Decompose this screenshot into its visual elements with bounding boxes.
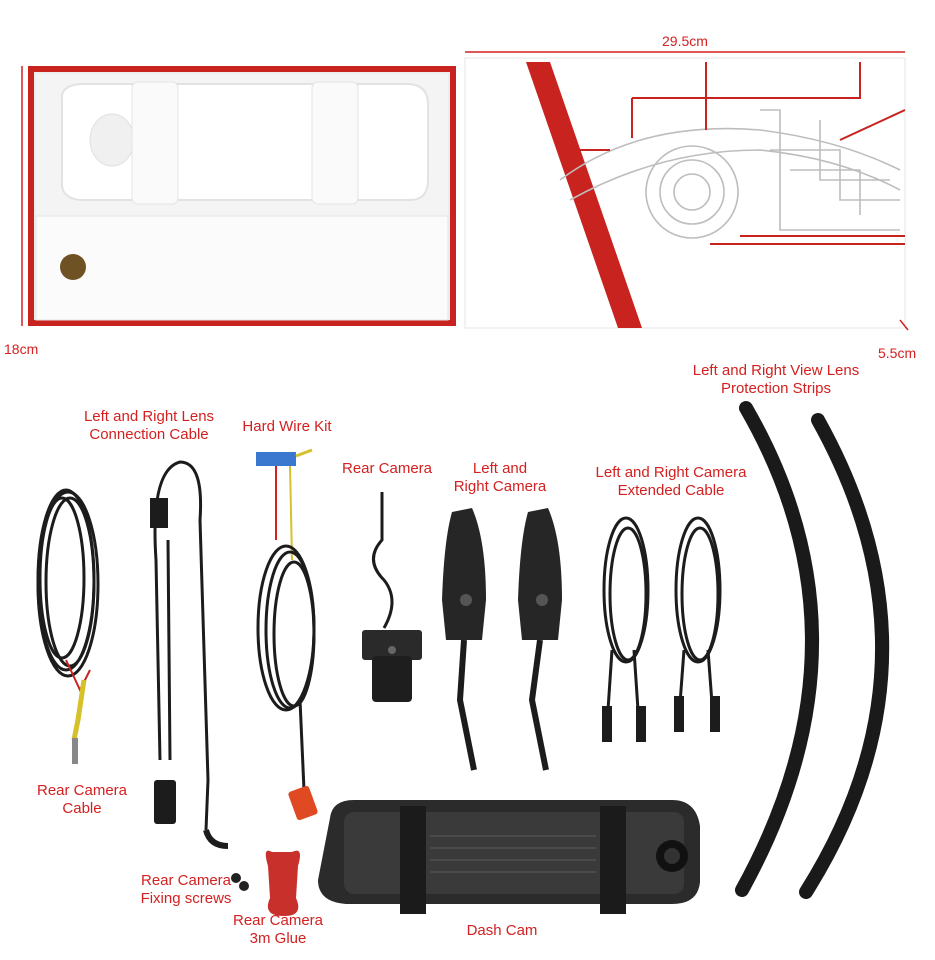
label-protection-strips: Left and Right View Lens Protection Stri…	[692, 362, 860, 397]
lens-connection-cable	[150, 460, 229, 849]
left-right-camera	[442, 508, 562, 771]
rear-camera	[362, 492, 422, 702]
dimension-guides	[21, 51, 909, 331]
label-rear-camera: Rear Camera	[341, 460, 433, 477]
box-lid	[464, 57, 906, 329]
label-rear-camera-cable: Rear Camera Cable	[36, 782, 128, 817]
label-camera-extended-cable: Left and Right Camera Extended Cable	[595, 464, 747, 499]
protection-strips	[735, 401, 890, 899]
glue-pad	[265, 850, 300, 916]
box-tray	[28, 66, 456, 326]
width-dimension-label: 29.5cm	[662, 33, 708, 49]
camera-extended-cables	[602, 516, 722, 742]
label-left-right-camera: Left and Right Camera	[453, 460, 547, 495]
fixing-screws	[231, 873, 249, 891]
label-dash-cam: Dash Cam	[466, 922, 538, 939]
rear-camera-cable-coil	[36, 488, 100, 764]
depth-dimension-label: 5.5cm	[878, 345, 917, 361]
label-hard-wire-kit: Hard Wire Kit	[242, 418, 332, 435]
label-lens-connection-cable: Left and Right Lens Connection Cable	[83, 408, 215, 443]
dash-cam	[318, 800, 700, 914]
label-fixing-screws: Rear Camera Fixing screws	[140, 872, 232, 907]
label-glue: Rear Camera 3m Glue	[232, 912, 324, 947]
hard-wire-kit	[256, 448, 318, 821]
height-dimension-label: 18cm	[4, 341, 39, 357]
